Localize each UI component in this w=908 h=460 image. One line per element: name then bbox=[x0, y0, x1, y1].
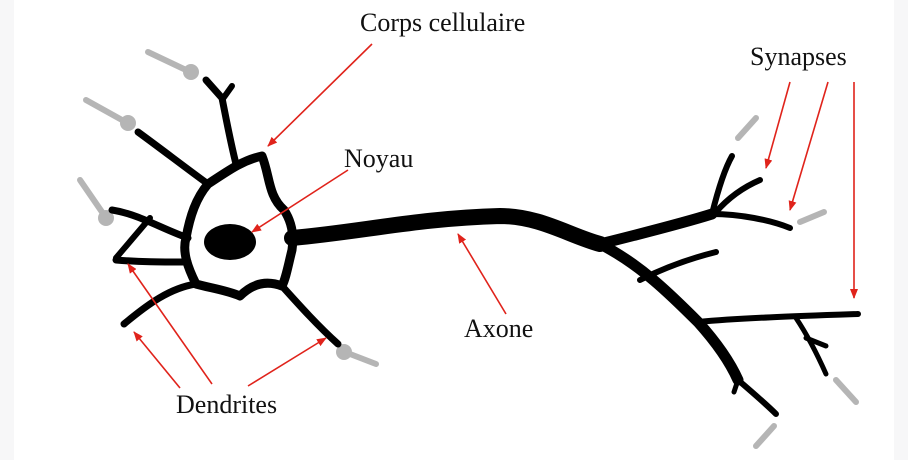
label-nucleus: Noyau bbox=[344, 144, 413, 174]
nucleus-shape bbox=[204, 224, 256, 260]
dendrite-left bbox=[112, 210, 188, 238]
axon-lower-twig-right bbox=[698, 314, 858, 322]
dendrite-top-branch bbox=[222, 86, 232, 100]
axon-upper-twig-3 bbox=[712, 214, 790, 228]
label-cell-body: Corps cellulaire bbox=[360, 8, 525, 38]
arrow-cell-body bbox=[268, 44, 372, 146]
arrow-axon bbox=[458, 234, 506, 314]
arrow-synapse-2 bbox=[790, 82, 828, 210]
presynaptic-terminals bbox=[80, 52, 856, 446]
terminal-axon-top bbox=[738, 118, 756, 138]
arrow-dendrite-2 bbox=[134, 332, 180, 388]
dendrite-left-lower bbox=[116, 260, 188, 262]
axon-upper-branch bbox=[600, 214, 712, 244]
axon-trunk bbox=[292, 216, 600, 244]
dendrite-top bbox=[206, 80, 236, 164]
dendrite-bottom-left bbox=[124, 284, 196, 324]
arrow-synapse-1 bbox=[766, 82, 790, 168]
axon-lower-twig-mid bbox=[640, 252, 716, 280]
arrow-dendrite-3 bbox=[248, 338, 326, 386]
terminal-axon-lower-right bbox=[836, 380, 856, 402]
axon-lower-twig-bottom bbox=[738, 380, 776, 414]
terminal-axon-upper-right bbox=[800, 212, 824, 222]
terminal-axon-bottom bbox=[756, 426, 774, 446]
terminal-left-upper bbox=[86, 100, 122, 120]
terminal-bottom-left bbox=[350, 354, 376, 364]
label-synapses: Synapses bbox=[750, 42, 847, 72]
label-axon: Axone bbox=[464, 314, 533, 344]
dendrite-left-branch bbox=[116, 218, 150, 258]
terminal-left-mid bbox=[80, 180, 102, 212]
dendrite-upper-left bbox=[138, 132, 208, 184]
dendrite-bottom-right bbox=[282, 286, 338, 344]
terminal-top-left bbox=[148, 52, 186, 70]
label-dendrites: Dendrites bbox=[176, 390, 277, 420]
